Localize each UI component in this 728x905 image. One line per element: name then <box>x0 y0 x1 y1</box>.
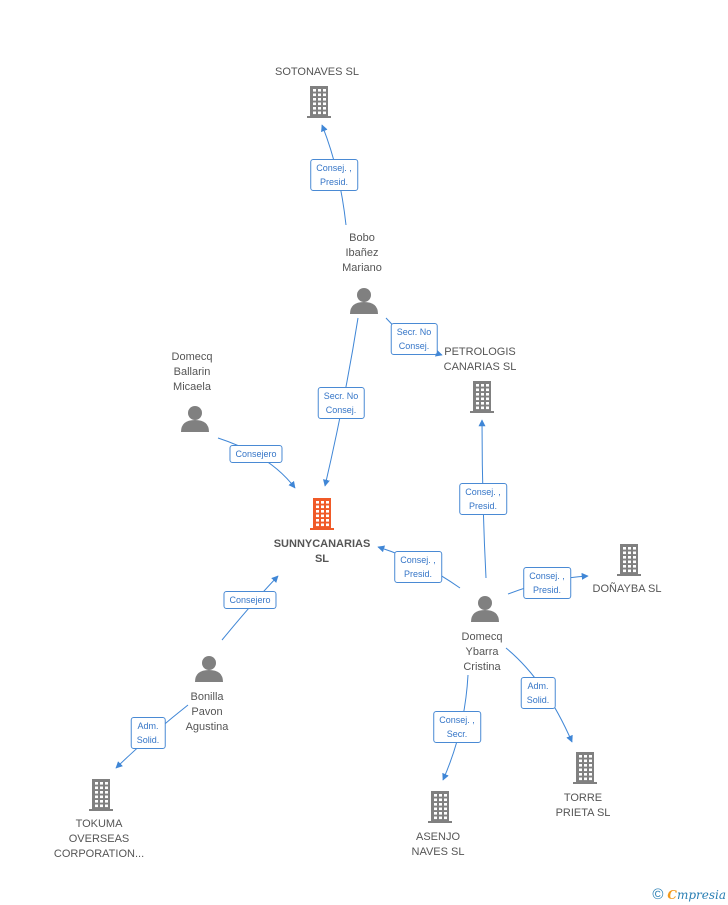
edge-label[interactable]: Secr. No Consej. <box>390 323 438 355</box>
building-icon[interactable] <box>617 544 641 576</box>
node-label-tokuma[interactable]: TOKUMA OVERSEAS CORPORATION... <box>53 818 145 860</box>
edge-label[interactable]: Consej. , Presid. <box>310 159 358 191</box>
person-icon[interactable] <box>181 406 209 432</box>
building-icon[interactable] <box>307 86 331 118</box>
person-icon[interactable] <box>195 656 223 682</box>
person-icon[interactable] <box>471 596 499 622</box>
edge-label[interactable]: Consej. , Presid. <box>459 483 507 515</box>
node-label-sotonaves[interactable]: SOTONAVES SL <box>275 66 359 78</box>
copyright-symbol: © <box>652 886 664 903</box>
node-label-bobo[interactable]: Bobo Ibañez Mariano <box>342 232 382 274</box>
brand-footer: ©Cmpresia <box>652 886 726 903</box>
node-label-petrologis[interactable]: PETROLOGIS CANARIAS SL <box>443 346 517 373</box>
brand-logo-initial: C <box>667 888 677 902</box>
edge-label[interactable]: Consejero <box>229 445 283 463</box>
focus-building-icon[interactable] <box>310 498 334 530</box>
building-icon[interactable] <box>428 791 452 823</box>
node-label-domecq-ballarin[interactable]: Domecq Ballarin Micaela <box>171 351 213 393</box>
person-icon[interactable] <box>350 288 378 314</box>
building-icon[interactable] <box>470 381 494 413</box>
edge-label[interactable]: Consejero <box>223 591 277 609</box>
edge-label[interactable]: Consej. , Secr. <box>433 711 481 743</box>
node-label-sunny[interactable]: SUNNYCANARIAS SL <box>273 538 371 565</box>
node-label-bonilla[interactable]: Bonilla Pavon Agustina <box>185 691 229 733</box>
edge-label[interactable]: Consej. , Presid. <box>523 567 571 599</box>
edge-label[interactable]: Adm. Solid. <box>130 717 166 749</box>
edge-label[interactable]: Consej. , Presid. <box>394 551 442 583</box>
building-icon[interactable] <box>89 779 113 811</box>
node-label-domecq-ybarra[interactable]: Domecq Ybarra Cristina <box>461 631 503 673</box>
brand-logo-text: mpresia <box>676 888 726 902</box>
node-label-torre[interactable]: TORRE PRIETA SL <box>555 792 611 819</box>
node-label-donayba[interactable]: DOÑAYBA SL <box>592 583 662 595</box>
edge-label[interactable]: Adm. Solid. <box>520 677 556 709</box>
edge-label[interactable]: Secr. No Consej. <box>317 387 365 419</box>
building-icon[interactable] <box>573 752 597 784</box>
node-label-asenjo[interactable]: ASENJO NAVES SL <box>411 831 465 858</box>
